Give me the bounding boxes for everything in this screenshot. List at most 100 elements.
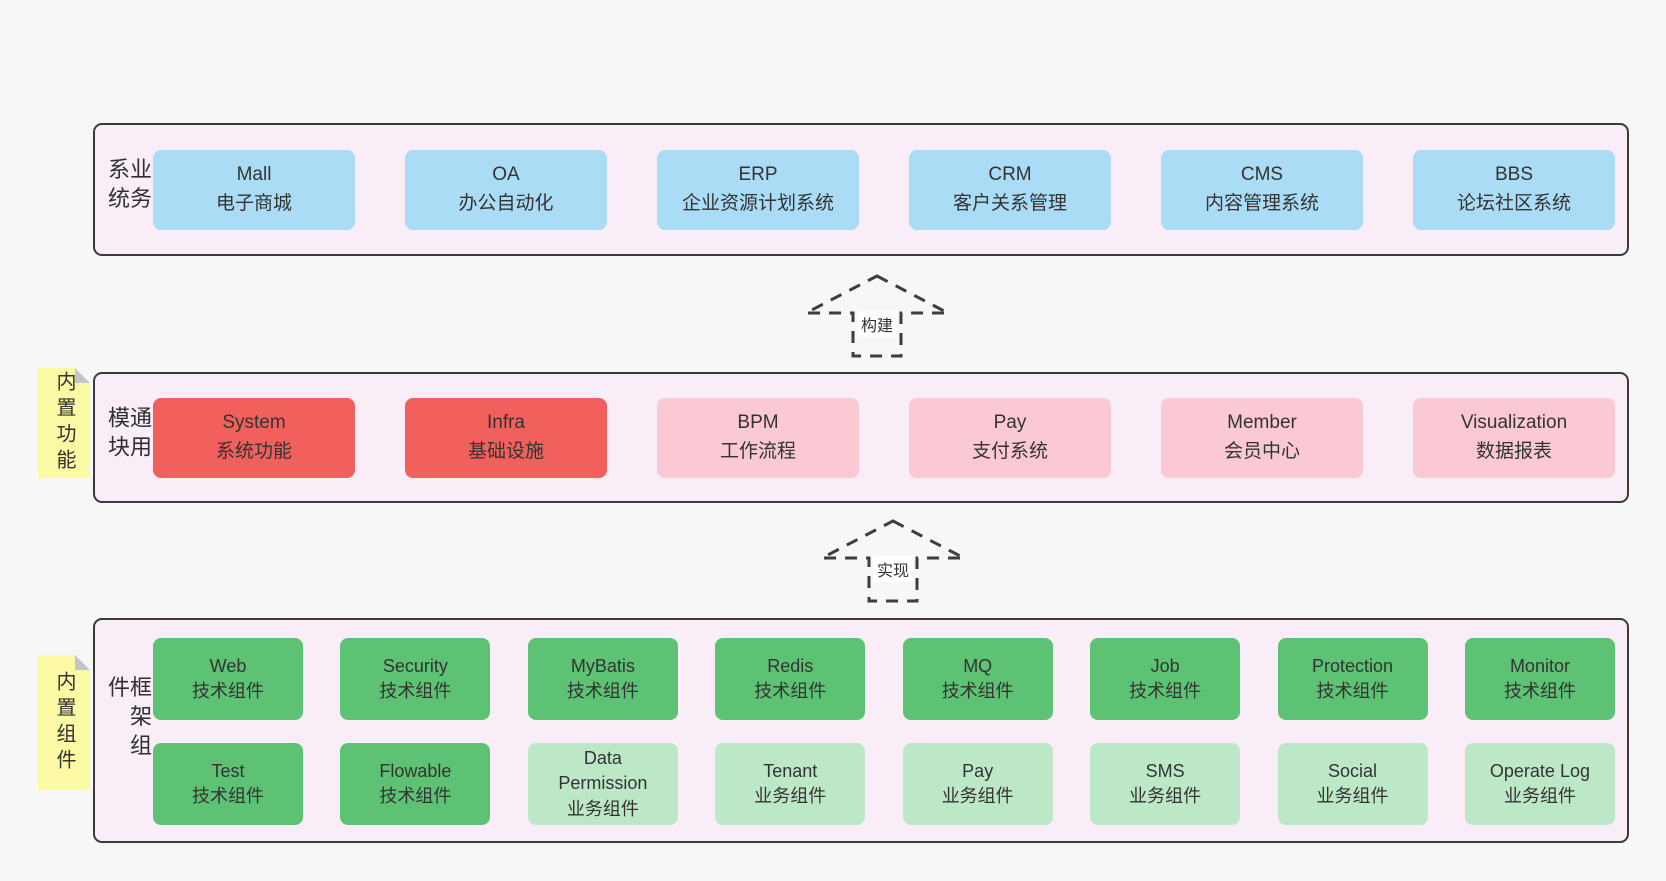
box-name: SMS xyxy=(1145,760,1185,781)
box-pay: Pay 支付系统 xyxy=(909,397,1111,478)
box-mybatis: MyBatis 技术组件 xyxy=(527,638,678,720)
layer-framework-components: 框架组件 Web 技术组件 Security 技术组件 MyBatis 技术组件… xyxy=(93,618,1629,843)
box-name: OA xyxy=(492,164,520,185)
box-desc: 技术组件 xyxy=(941,681,1014,701)
box-desc: 技术组件 xyxy=(379,681,452,701)
box-desc: 基础设施 xyxy=(467,440,544,462)
box-name: Monitor xyxy=(1509,655,1570,676)
note-text: 内置组件 xyxy=(53,670,75,775)
layer-business-systems: 业务系统 Mall 电子商城 OA 办公自动化 ERP 企业资源计划系统 CRM… xyxy=(93,123,1629,256)
box-desc: 技术组件 xyxy=(1503,681,1576,701)
components-row-1: Web 技术组件 Security 技术组件 MyBatis 技术组件 Redi… xyxy=(153,638,1615,720)
box-desc: 技术组件 xyxy=(379,786,452,806)
box-web: Web 技术组件 xyxy=(153,638,303,720)
box-pay-biz: Pay 业务组件 xyxy=(902,743,1053,825)
box-name: MyBatis xyxy=(570,655,635,676)
box-desc: 系统功能 xyxy=(215,440,292,462)
box-name: MQ xyxy=(963,655,993,676)
box-desc: 工作流程 xyxy=(719,440,796,462)
layer-label-modules: 通用模块 xyxy=(105,405,152,464)
box-flowable: Flowable 技术组件 xyxy=(340,743,491,825)
box-name: Redis xyxy=(767,655,814,676)
box-desc: 数据报表 xyxy=(1475,440,1552,462)
box-desc: 企业资源计划系统 xyxy=(681,192,834,214)
box-name: Job xyxy=(1150,655,1180,676)
box-name: CMS xyxy=(1240,164,1284,185)
box-desc: 技术组件 xyxy=(192,786,264,806)
sticky-note-builtin-components: 内置组件 xyxy=(38,655,90,790)
box-desc: 支付系统 xyxy=(971,440,1048,462)
box-name: Visualization xyxy=(1460,412,1568,433)
note-text: 内置功能 xyxy=(53,371,75,475)
box-name: Flowable xyxy=(379,760,452,781)
modules-box-row: System 系统功能 Infra 基础设施 BPM 工作流程 Pay 支付系统… xyxy=(153,397,1615,478)
box-desc: 业务组件 xyxy=(1129,786,1202,806)
box-desc: 业务组件 xyxy=(566,798,639,819)
box-desc: 技术组件 xyxy=(1129,681,1202,701)
layer-label-components: 框架组件 xyxy=(105,675,152,763)
box-name: BBS xyxy=(1494,164,1534,185)
box-oa: OA 办公自动化 xyxy=(405,149,607,230)
box-desc: 业务组件 xyxy=(754,786,827,806)
box-erp: ERP 企业资源计划系统 xyxy=(657,149,859,230)
box-name: Security xyxy=(382,655,448,676)
box-operate-log: Operate Log 业务组件 xyxy=(1464,743,1615,825)
components-row-2: Test 技术组件 Flowable 技术组件 Data Permission … xyxy=(153,743,1615,825)
box-job: Job 技术组件 xyxy=(1090,638,1241,720)
arrow-build: 构建 xyxy=(804,272,950,360)
box-redis: Redis 技术组件 xyxy=(715,638,866,720)
box-name: CRM xyxy=(988,164,1032,185)
box-protection: Protection 技术组件 xyxy=(1277,638,1428,720)
box-name: Tenant xyxy=(763,760,818,781)
box-name: Web xyxy=(209,655,247,676)
arrow-implement: 实现 xyxy=(820,517,966,605)
box-desc: 技术组件 xyxy=(192,681,264,701)
box-mq: MQ 技术组件 xyxy=(902,638,1053,720)
business-box-row: Mall 电子商城 OA 办公自动化 ERP 企业资源计划系统 CRM 客户关系… xyxy=(153,149,1615,230)
box-name: Pay xyxy=(962,760,994,781)
box-name: System xyxy=(222,412,286,433)
box-desc: 业务组件 xyxy=(1316,786,1389,806)
box-name: Member xyxy=(1227,412,1297,433)
box-visualization: Visualization 数据报表 xyxy=(1413,397,1615,478)
box-name: Pay xyxy=(993,412,1027,433)
box-desc: 办公自动化 xyxy=(458,192,554,214)
note-fold-corner xyxy=(75,368,90,383)
box-name: Protection xyxy=(1312,655,1394,676)
sticky-note-builtin-features: 内置功能 xyxy=(38,368,90,478)
box-desc: 业务组件 xyxy=(941,786,1014,806)
box-social: Social 业务组件 xyxy=(1277,743,1428,825)
box-name: BPM xyxy=(737,412,779,433)
layer-common-modules: 通用模块 System 系统功能 Infra 基础设施 BPM 工作流程 Pay… xyxy=(93,372,1629,503)
box-desc: 技术组件 xyxy=(754,681,827,701)
box-bbs: BBS 论坛社区系统 xyxy=(1413,149,1615,230)
box-desc: 客户关系管理 xyxy=(952,192,1067,214)
box-desc: 业务组件 xyxy=(1503,786,1576,806)
box-infra: Infra 基础设施 xyxy=(405,397,607,478)
box-name: ERP xyxy=(738,164,778,185)
layer-label-business: 业务系统 xyxy=(105,157,152,216)
box-desc: 论坛社区系统 xyxy=(1456,192,1571,214)
box-system: System 系统功能 xyxy=(153,397,355,478)
box-name: Mall xyxy=(236,164,272,185)
box-name: Operate Log xyxy=(1489,760,1590,781)
box-monitor: Monitor 技术组件 xyxy=(1464,638,1615,720)
note-fold-corner xyxy=(75,655,90,670)
box-name: Data Permission xyxy=(558,748,648,794)
box-tenant: Tenant 业务组件 xyxy=(715,743,866,825)
box-security: Security 技术组件 xyxy=(340,638,491,720)
box-name: Test xyxy=(211,760,245,781)
box-desc: 技术组件 xyxy=(1316,681,1389,701)
box-desc: 技术组件 xyxy=(566,681,639,701)
box-mall: Mall 电子商城 xyxy=(153,149,355,230)
arrow-implement-label: 实现 xyxy=(872,556,914,582)
box-member: Member 会员中心 xyxy=(1161,397,1363,478)
arrow-build-label: 构建 xyxy=(856,311,898,337)
box-sms: SMS 业务组件 xyxy=(1090,743,1241,825)
box-desc: 电子商城 xyxy=(215,192,292,214)
box-desc: 内容管理系统 xyxy=(1204,192,1319,214)
box-name: Social xyxy=(1328,760,1378,781)
box-bpm: BPM 工作流程 xyxy=(657,397,859,478)
box-cms: CMS 内容管理系统 xyxy=(1161,149,1363,230)
box-test: Test 技术组件 xyxy=(153,743,303,825)
